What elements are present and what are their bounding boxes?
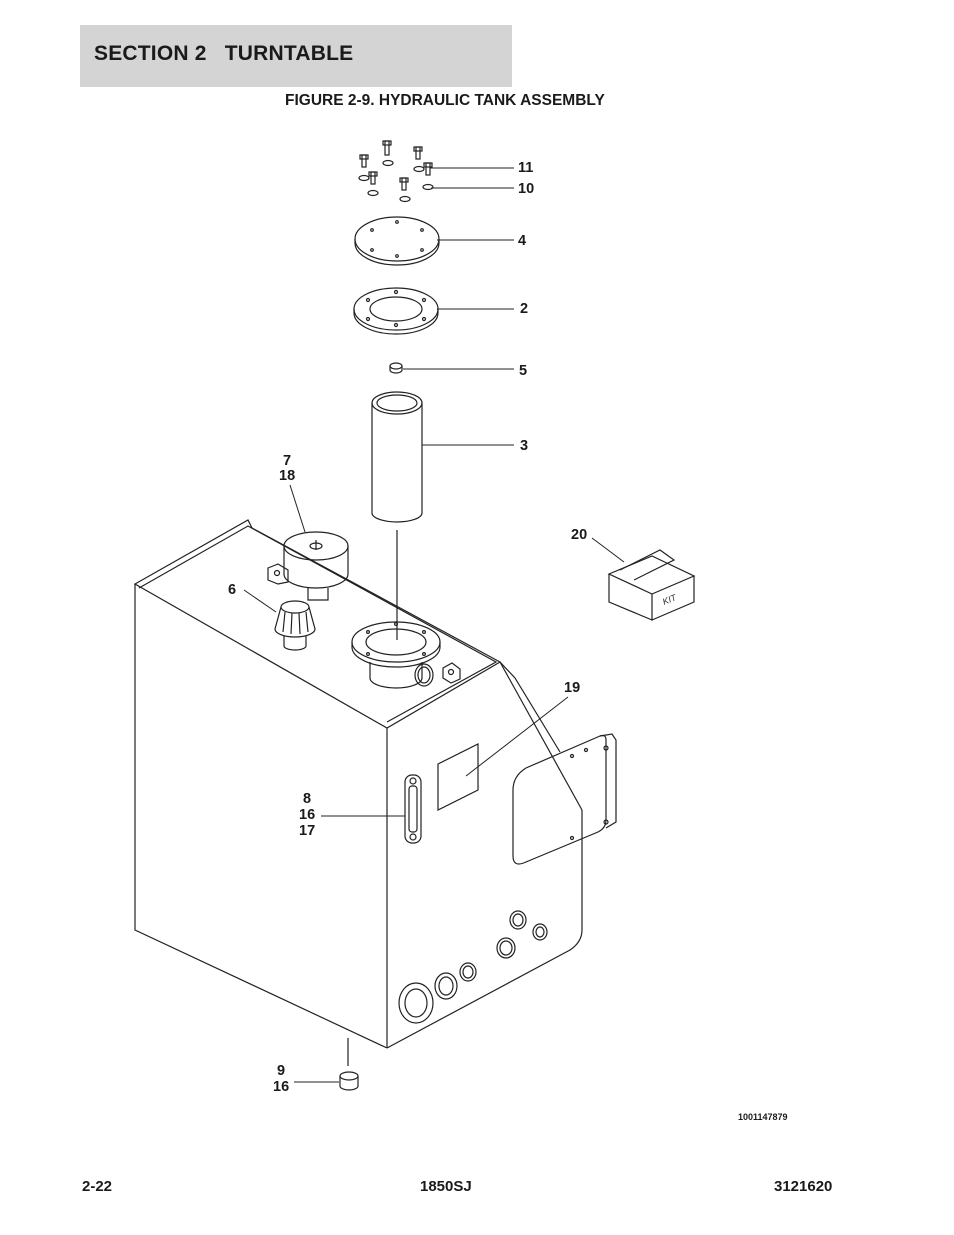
- sight-gauge: [404, 774, 422, 844]
- washers: [358, 159, 434, 203]
- strainer-tube: [371, 391, 423, 523]
- section-title: SECTION 2 TURNTABLE: [94, 42, 354, 65]
- decal: [437, 743, 479, 811]
- callout-19: 19: [564, 680, 580, 696]
- section-header: SECTION 2 TURNTABLE: [80, 25, 512, 87]
- kit-box: [607, 549, 696, 621]
- breather: [267, 531, 349, 601]
- cover-plate: [354, 216, 440, 266]
- manual-number: 3121620: [774, 1178, 833, 1195]
- callout-2: 2: [520, 301, 528, 317]
- callout-4: 4: [518, 233, 526, 249]
- gasket: [353, 287, 439, 335]
- page-number: 2-22: [82, 1178, 113, 1195]
- figure-title: FIGURE 2-9. HYDRAULIC TANK ASSEMBLY: [285, 92, 605, 109]
- callout-7: 7: [283, 453, 291, 469]
- callout-8: 8: [303, 791, 311, 807]
- callout-numbers: 11 10 4 2 5 3 7 18 20 6 19 8 16 17 9 16 …: [228, 160, 788, 1122]
- callout-3: 3: [520, 438, 528, 454]
- callout-16-drain: 16: [273, 1079, 289, 1095]
- magnet: [389, 362, 403, 374]
- callout-18: 18: [279, 468, 295, 484]
- callout-11: 11: [518, 160, 533, 176]
- filler-cap: [274, 600, 316, 651]
- callout-6: 6: [228, 582, 236, 598]
- callout-10: 10: [518, 181, 534, 197]
- callout-16-gauge: 16: [299, 807, 315, 823]
- bolts: [359, 140, 433, 191]
- drain-plug: [339, 1038, 359, 1091]
- leader-lines: [243, 167, 625, 1083]
- callout-9: 9: [277, 1063, 285, 1079]
- tank-body: [133, 519, 583, 1049]
- callout-17: 17: [299, 823, 315, 839]
- callout-5: 5: [519, 363, 527, 379]
- drawing-number: 1001147879: [738, 1112, 788, 1122]
- model-name: 1850SJ: [420, 1178, 472, 1195]
- kit-box-label: KIT: [661, 592, 679, 607]
- tank-ports: [398, 910, 548, 1024]
- mounting-bracket: [512, 733, 617, 865]
- tank-flange: [351, 621, 461, 689]
- callout-20: 20: [571, 527, 587, 543]
